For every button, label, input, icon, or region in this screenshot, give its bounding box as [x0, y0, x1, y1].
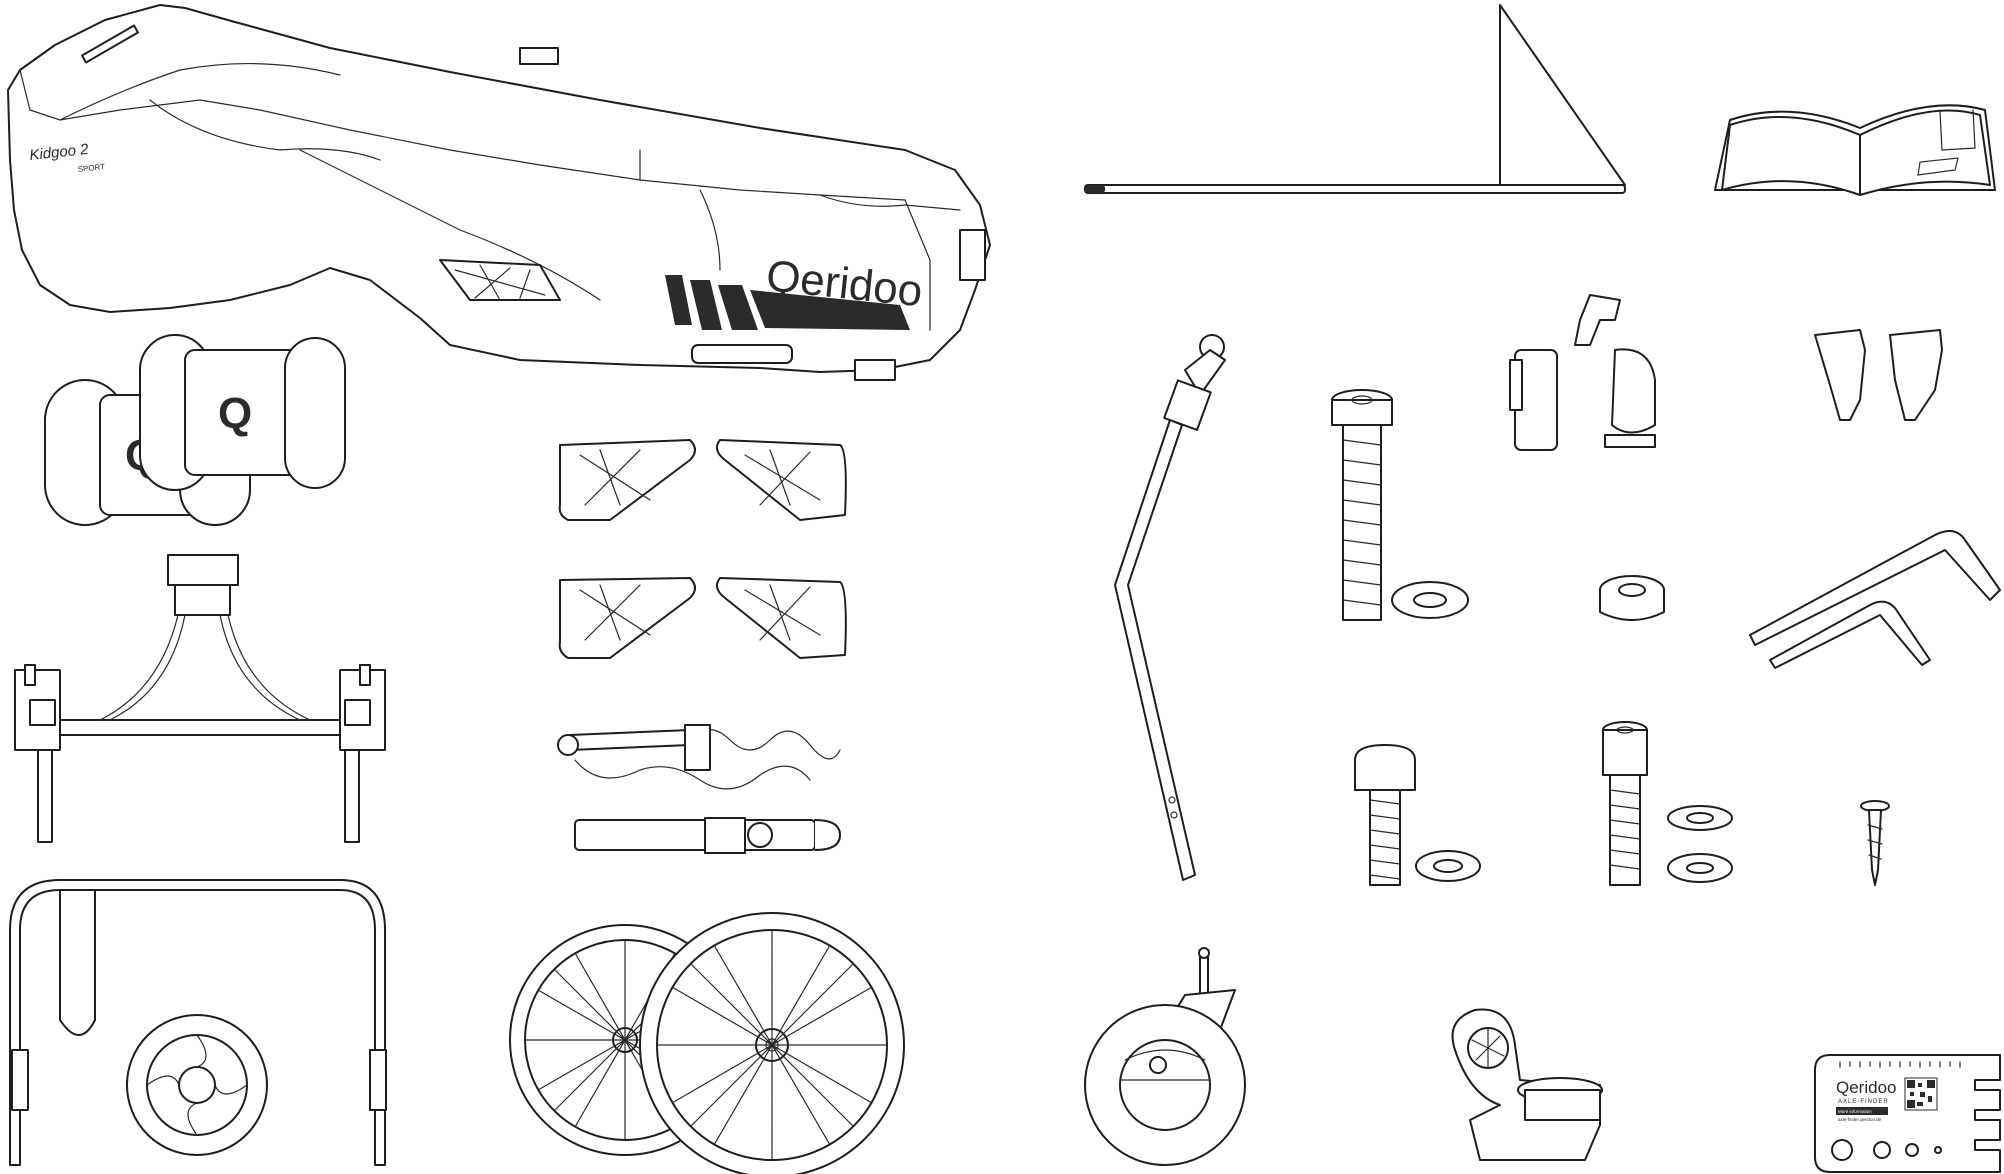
- handle-pads: Q Q: [44, 334, 346, 526]
- trailer-model-name: Kidgoo 2: [29, 141, 90, 164]
- handle-pad-logo-front: Q: [218, 389, 252, 438]
- flat-washer: [1415, 850, 1481, 882]
- jogging-wheel: [1084, 947, 1246, 1166]
- axle-finder-url: axle-finder.qeridoo.de: [1838, 1117, 1882, 1122]
- instruction-manual: [1714, 104, 1996, 196]
- coupling-bracket-set: [1509, 294, 1656, 451]
- wood-screw: [1860, 800, 1890, 886]
- corner-protectors: [558, 439, 847, 659]
- axle-finder-title: AXLE-FINDER: [1838, 1099, 1889, 1105]
- axle-finder-card: Qeridoo AXLE-FINDER More information axl…: [1814, 1054, 2001, 1173]
- clip-holders: [1814, 329, 1943, 421]
- trailer-stripes: [665, 275, 910, 330]
- hex-nut: [1599, 575, 1665, 621]
- wheel-front: [639, 912, 905, 1174]
- drawbar: [1114, 334, 1226, 881]
- trailer-hitch: [1451, 1008, 1603, 1161]
- push-bar: [9, 879, 387, 1166]
- qr-code-icon: [1904, 1077, 1938, 1111]
- handle-pad-front: Q: [139, 334, 346, 491]
- trailer-vent-panel: [439, 259, 561, 301]
- trailer-model-variant: SPORT: [77, 162, 105, 174]
- brake-disc: [126, 1014, 268, 1156]
- trailer-body: Qeridoo Kidgoo 2 SPORT: [7, 4, 991, 381]
- lock-washer-large: [1391, 581, 1469, 619]
- safety-flag: [1084, 4, 1626, 194]
- spring-washers: [1667, 805, 1733, 883]
- long-bolt: [1331, 389, 1393, 621]
- socket-bolt: [1602, 721, 1648, 886]
- axle-finder-info-label: More information: [1838, 1109, 1872, 1114]
- allen-keys: [1749, 530, 2001, 669]
- rear-wheels: [509, 912, 905, 1174]
- axle-assembly: [14, 554, 386, 843]
- short-bolt: [1354, 744, 1416, 886]
- axle-finder-brand: Qeridoo: [1836, 1078, 1896, 1097]
- safety-strap: [557, 724, 841, 854]
